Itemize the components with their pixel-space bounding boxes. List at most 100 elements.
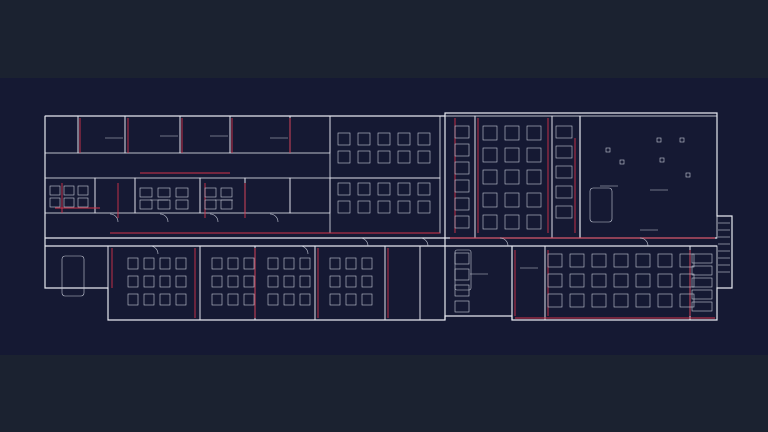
workstation-desk (337, 150, 351, 164)
workstation-desk (397, 132, 411, 146)
workstation-desk (504, 192, 520, 208)
workstation-desk (657, 293, 673, 308)
workstation-desk (555, 165, 573, 179)
room (329, 115, 441, 179)
workstation-desk (547, 273, 563, 288)
room (199, 177, 246, 214)
room (124, 115, 181, 154)
workstation-desk (454, 252, 470, 265)
conference-table (61, 255, 85, 297)
workstation-desk (283, 257, 295, 270)
workstation-desk (143, 293, 155, 306)
workstation-desk (357, 150, 371, 164)
workstation-desk (357, 132, 371, 146)
room (199, 245, 256, 321)
column (659, 157, 665, 163)
workstation-desk (454, 197, 470, 211)
workstation-desk (482, 192, 498, 208)
workstation-desk (243, 275, 255, 288)
workstation-desk (397, 150, 411, 164)
workstation-desk (345, 293, 357, 306)
column (656, 137, 662, 143)
workstation-desk (361, 275, 373, 288)
workstation-desk (211, 293, 223, 306)
workstation-desk (504, 147, 520, 163)
building-outline (44, 112, 733, 321)
workstation-desk (569, 253, 585, 268)
workstation-desk (526, 192, 542, 208)
workstation-desk (337, 132, 351, 146)
workstation-desk (377, 132, 391, 146)
door-swing (109, 213, 119, 223)
workstation-desk (657, 273, 673, 288)
workstation-desk (417, 132, 431, 146)
workstation-desk (243, 257, 255, 270)
room-partitions (44, 115, 718, 321)
workstation-desk (63, 185, 75, 196)
workstation-desk (361, 257, 373, 270)
workstation-desk (526, 169, 542, 185)
workstation-desk (613, 273, 629, 288)
room (77, 115, 126, 154)
room (314, 245, 386, 321)
workstation-desk (691, 277, 713, 288)
red-partitions (55, 118, 715, 319)
workstation-desk (504, 169, 520, 185)
workstation-desk (454, 215, 470, 229)
workstation-desk (157, 187, 171, 198)
workstation-desk (591, 293, 607, 308)
workstation-desk (555, 125, 573, 139)
workstation-desk (175, 293, 187, 306)
workstation-desk (417, 150, 431, 164)
viewer-bottom-band (0, 355, 768, 432)
workstation-desk (679, 273, 695, 288)
plan-details (61, 135, 730, 297)
workstation-desk (77, 185, 89, 196)
workstation-desk (329, 293, 341, 306)
workstation-desk (220, 199, 233, 210)
workstation-desk (267, 257, 279, 270)
door-swing (269, 213, 279, 223)
viewer-top-band (0, 0, 768, 78)
column (685, 172, 691, 178)
door-swing (159, 213, 169, 223)
workstation-desk (417, 200, 431, 214)
workstation-desk (227, 275, 239, 288)
workstation-desk (127, 293, 139, 306)
workstation-desk (143, 275, 155, 288)
workstation-desk (454, 125, 470, 139)
workstation-desk (482, 214, 498, 230)
workstation-desk (345, 275, 357, 288)
workstation-desk (555, 145, 573, 159)
workstation-desk (227, 257, 239, 270)
workstation-desk (77, 197, 89, 208)
room (544, 245, 691, 321)
workstation-desk (454, 161, 470, 175)
door-swing (419, 237, 429, 247)
workstation-desk (454, 179, 470, 193)
workstation-desk (337, 200, 351, 214)
workstation-desk (283, 293, 295, 306)
workstation-desk (679, 253, 695, 268)
workstation-desk (299, 257, 311, 270)
workstation-desk (504, 125, 520, 141)
workstation-desk (357, 182, 371, 196)
workstation-desk (49, 197, 61, 208)
workstation-desk (454, 143, 470, 157)
workstation-desk (547, 293, 563, 308)
workstation-desk (157, 199, 171, 210)
workstation-desk (397, 200, 411, 214)
drawing-canvas[interactable] (0, 78, 768, 355)
room (579, 115, 718, 239)
workstation-desk (526, 214, 542, 230)
room (44, 115, 79, 154)
workstation-desk (377, 200, 391, 214)
workstation-desk (361, 293, 373, 306)
workstation-desk (127, 275, 139, 288)
workstation-desk (175, 257, 187, 270)
workstation-desk (482, 125, 498, 141)
workstation-desk (211, 275, 223, 288)
room (134, 177, 201, 214)
door-swing (209, 213, 219, 223)
